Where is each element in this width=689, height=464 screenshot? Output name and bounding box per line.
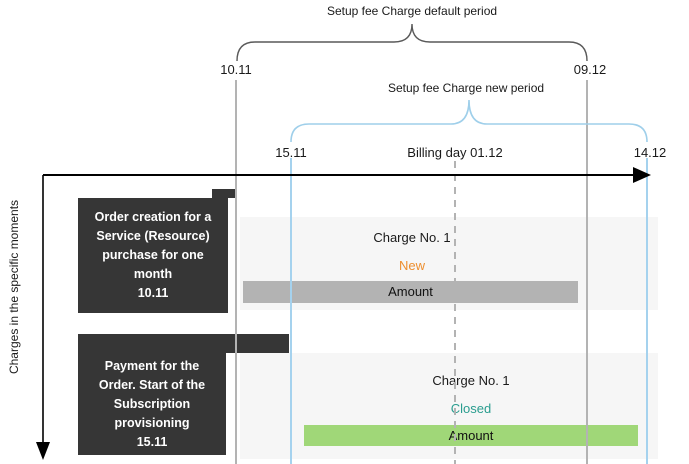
event-box-1-line: 10.11: [137, 286, 169, 300]
date-label-15-11: 15.11: [275, 145, 307, 160]
default-period-brace: [236, 23, 588, 62]
event-box-2-tab: [78, 334, 289, 353]
charge-1-amount-bar: Amount: [243, 281, 578, 303]
event-box-2-line: Subscription: [113, 396, 191, 411]
event-box-1-line: month: [133, 267, 173, 281]
charge-1-title: Charge No. 1: [373, 230, 451, 245]
y-axis-label: Charges in the specific moments: [7, 199, 21, 375]
charge-1-status: New: [398, 258, 426, 273]
date-label-14-12: 14.12: [633, 145, 667, 160]
event-box-payment: Payment for the Order. Start of the Subs…: [78, 353, 226, 455]
event-box-1-line: Order creation for a: [94, 210, 212, 224]
billing-day-label: Billing day 01.12: [407, 145, 503, 160]
y-axis-arrowhead: [36, 442, 50, 460]
event-box-order-creation: Order creation for a Service (Resource) …: [78, 198, 228, 313]
event-box-1-tab: [212, 189, 236, 198]
event-box-2-line: Payment for the: [104, 358, 200, 373]
new-period-brace: [290, 99, 648, 143]
charge-2-title: Charge No. 1: [432, 373, 510, 388]
event-box-1-line: purchase for one: [102, 248, 204, 262]
event-box-2-line: provisioning: [114, 415, 190, 430]
charge-2-status: Closed: [450, 401, 492, 416]
event-box-2-line: Order. Start of the: [98, 377, 206, 392]
event-box-2-line: 15.11: [136, 434, 168, 449]
event-box-1-line: Service (Resource): [96, 229, 210, 243]
default-period-title: Setup fee Charge default period: [326, 4, 498, 18]
date-label-09-12: 09.12: [573, 62, 607, 77]
new-period-title: Setup fee Charge new period: [387, 81, 545, 95]
date-label-10-11: 10.11: [220, 62, 252, 77]
x-axis-arrowhead: [633, 167, 651, 183]
charge-2-amount-bar: Amount: [304, 425, 638, 446]
